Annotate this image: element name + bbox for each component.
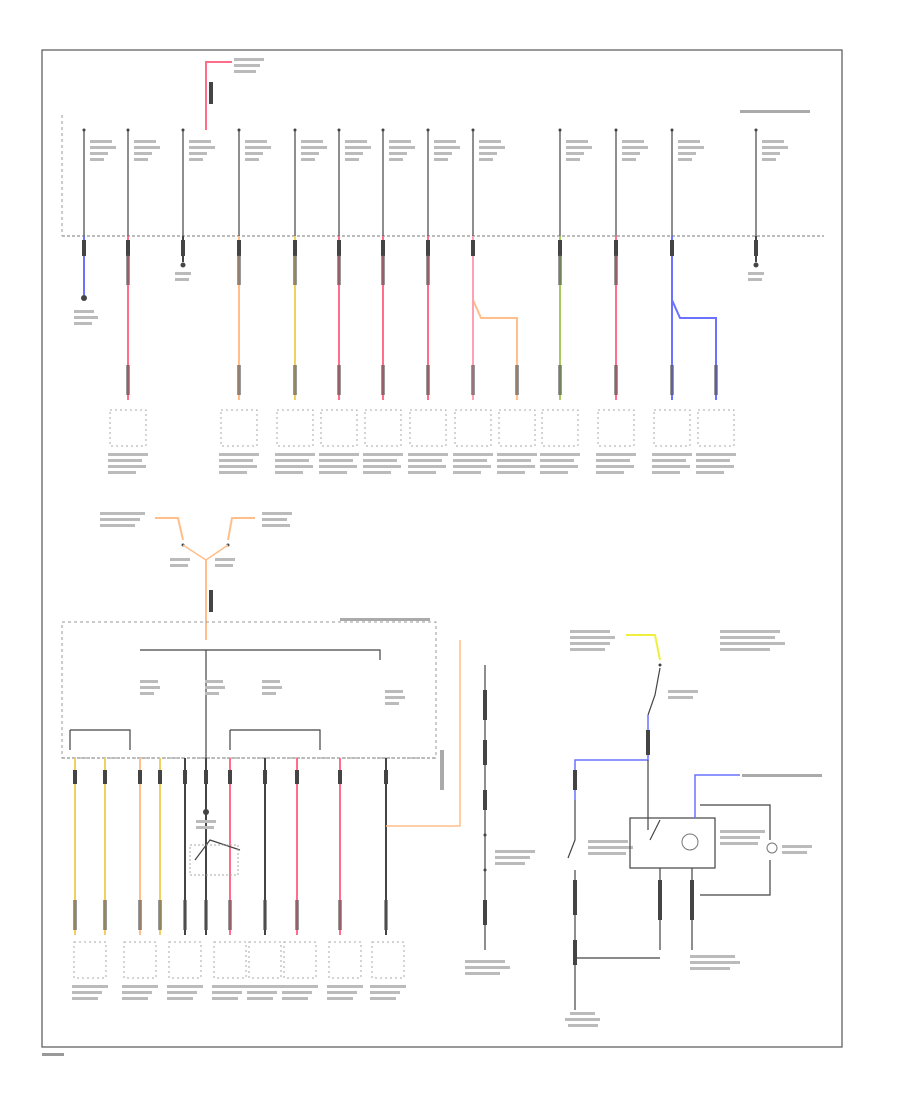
top-fuse-3	[175, 128, 215, 281]
bottom-fuse-5	[183, 758, 187, 935]
top-component-10	[596, 409, 636, 474]
top-fuse-5	[293, 128, 327, 400]
top-component-4	[319, 409, 359, 474]
top-fuse-1	[74, 128, 116, 325]
top-fuse-13	[748, 128, 788, 281]
bottom-right-circuit	[565, 630, 822, 1027]
top-component-3	[275, 409, 315, 474]
bottom-component-7	[327, 941, 363, 1000]
top-component-12	[696, 409, 736, 474]
top-fuse-11	[614, 128, 648, 400]
top-fuse-2	[126, 128, 160, 400]
top-component-1	[108, 409, 148, 474]
bottom-fuse-label-2	[205, 680, 225, 695]
top-component-9	[540, 409, 580, 474]
bottom-fuse-1	[73, 758, 77, 935]
diagram-frame	[41, 49, 843, 1048]
top-fuse-12	[670, 128, 718, 400]
top-fuse-8	[426, 128, 460, 400]
top-component-5	[363, 409, 403, 474]
top-component-7	[453, 409, 493, 474]
top-component-6	[408, 409, 448, 474]
bottom-component-4	[212, 941, 248, 1000]
bottom-fuse-4	[158, 758, 162, 935]
bottom-component-5	[247, 941, 283, 1000]
bottom-fuse-10	[338, 758, 342, 935]
top-component-11	[652, 409, 692, 474]
bottom-fuse-9	[295, 758, 299, 935]
top-fuse-7	[381, 128, 415, 400]
bottom-component-3	[167, 941, 203, 1000]
footer-code-mark	[42, 1053, 64, 1056]
top-fuse-row	[74, 128, 788, 400]
bottom-fuse-label-3	[262, 680, 282, 695]
bottom-fuse-6	[204, 758, 208, 935]
bottom-left-ground	[196, 809, 216, 829]
bottom-component-1	[72, 941, 108, 1000]
top-fuse-box-label	[740, 110, 810, 113]
bottom-left-switch	[189, 839, 241, 876]
top-fuse-10	[558, 128, 592, 400]
bottom-component-6	[282, 941, 318, 1000]
bottom-fuse-row	[73, 680, 405, 935]
bottom-component-row	[72, 941, 406, 1000]
bottom-fuse-label-1	[140, 680, 160, 695]
bottom-fuse-2	[103, 758, 107, 935]
bottom-left-panel	[61, 618, 437, 759]
middle-feeds	[100, 512, 292, 640]
bottom-component-8	[370, 941, 406, 1000]
bottom-fuse-8	[263, 758, 267, 935]
top-feed	[205, 58, 264, 130]
top-fuse-6	[337, 128, 371, 400]
top-component-2	[219, 409, 259, 474]
bottom-fuse-label-4	[385, 690, 405, 705]
top-component-8	[497, 409, 537, 474]
center-connector	[440, 665, 535, 975]
bottom-component-2	[122, 941, 158, 1000]
cross-wire	[386, 640, 461, 827]
top-component-row	[108, 409, 736, 474]
top-fuse-4	[237, 128, 271, 400]
top-fuse-9	[471, 128, 519, 400]
bottom-fuse-3	[138, 758, 142, 935]
bottom-fuse-11	[384, 758, 388, 935]
